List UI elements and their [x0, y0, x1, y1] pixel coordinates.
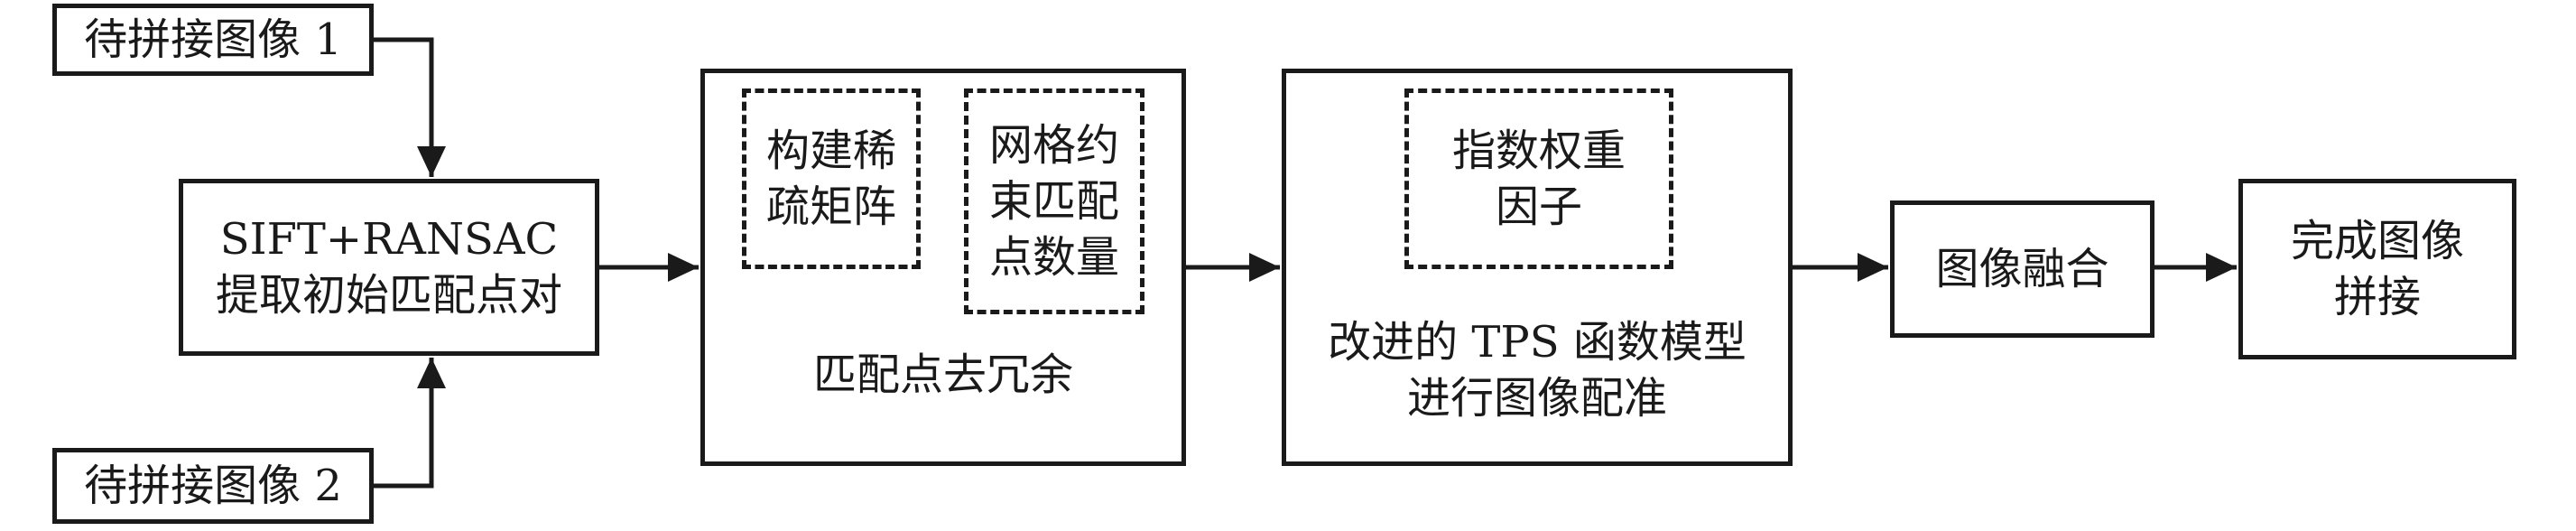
image-fusion-box: 图像融合 [1890, 200, 2154, 338]
stitching-complete-box: 完成图像 拼接 [2238, 179, 2516, 359]
grid-constraint-box: 网格约 束匹配 点数量 [964, 88, 1144, 314]
input-image-1-box: 待拼接图像 1 [52, 4, 374, 76]
input-image-2-box: 待拼接图像 2 [52, 448, 374, 524]
tps-registration-label: 改进的 TPS 函数模型 进行图像配准 [1328, 317, 1747, 424]
edge-input2-to-sift [372, 358, 434, 489]
redundancy-removal-label: 匹配点去冗余 [812, 349, 1073, 400]
sift-ransac-box: SIFT+RANSAC 提取初始匹配点对 [179, 179, 599, 356]
edge-input1-to-sift [372, 37, 434, 177]
sparse-matrix-box: 构建稀 疏矩阵 [742, 88, 921, 269]
exp-weight-box: 指数权重 因子 [1404, 88, 1673, 269]
